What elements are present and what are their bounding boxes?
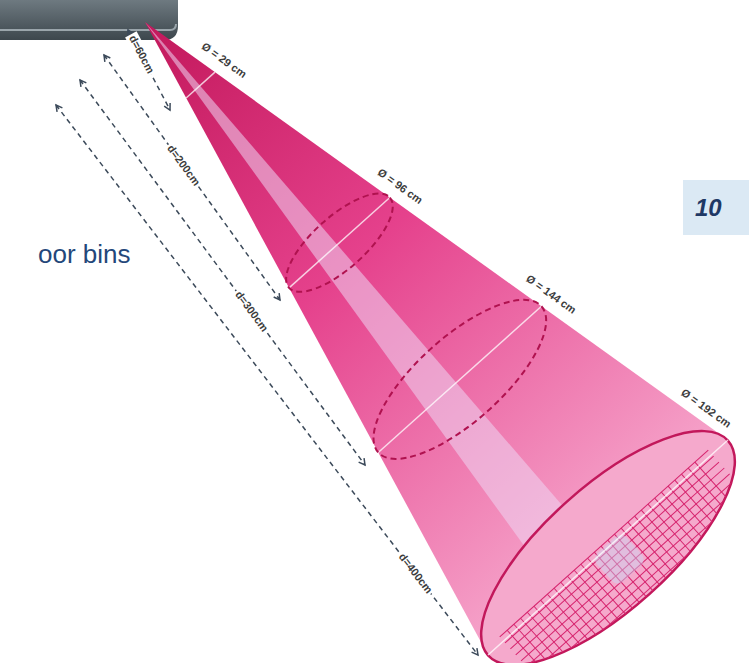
grid-line bbox=[510, 462, 719, 649]
diameter-line bbox=[488, 440, 728, 655]
grid-line bbox=[526, 480, 735, 663]
grid-line bbox=[641, 510, 692, 567]
grid-line bbox=[675, 480, 726, 537]
grid-line bbox=[567, 576, 618, 633]
grid-line bbox=[548, 504, 749, 663]
grid-line bbox=[521, 474, 730, 661]
arrow-head bbox=[472, 648, 478, 655]
grid-line bbox=[542, 498, 749, 663]
heading-fragment: oor bins bbox=[38, 240, 131, 270]
grid-line bbox=[514, 624, 565, 663]
grid-line bbox=[681, 474, 732, 531]
sensor-cone bbox=[145, 22, 728, 655]
sensor-housing bbox=[0, 0, 178, 40]
base-ellipse bbox=[447, 394, 749, 663]
arrow-head bbox=[164, 103, 170, 110]
arrow-head bbox=[56, 105, 62, 112]
grid-line bbox=[655, 498, 706, 555]
section-ellipse bbox=[272, 178, 408, 307]
grid-line bbox=[668, 486, 719, 543]
arrow-head bbox=[274, 293, 280, 300]
grid-line bbox=[534, 606, 585, 663]
grid-line bbox=[505, 456, 714, 643]
grid-line bbox=[547, 594, 598, 651]
grid-line bbox=[554, 588, 605, 645]
section-ellipse bbox=[350, 275, 569, 484]
grid-line bbox=[532, 486, 741, 663]
floor-grid bbox=[500, 450, 749, 663]
grid-line bbox=[635, 516, 686, 573]
grid-line bbox=[561, 582, 612, 639]
distance-line bbox=[80, 80, 365, 465]
bin-icon bbox=[592, 532, 647, 587]
arrow-head bbox=[104, 55, 110, 62]
grid-line bbox=[648, 504, 699, 561]
distance-label: d=300cm bbox=[231, 286, 272, 335]
grid-line bbox=[516, 468, 725, 655]
distance-line bbox=[56, 105, 478, 655]
distance-label: d=400cm bbox=[395, 549, 436, 597]
info-box: 10 bbox=[683, 180, 749, 235]
grid-line bbox=[661, 492, 712, 549]
distance-label: d=200cm bbox=[163, 140, 203, 189]
grid-line bbox=[521, 618, 572, 663]
arrow-head bbox=[80, 80, 86, 87]
arrow-head bbox=[359, 458, 365, 465]
grid-line bbox=[541, 600, 592, 657]
box-text: 10 bbox=[695, 194, 722, 222]
diameter-line bbox=[186, 72, 215, 98]
grid-line bbox=[688, 468, 739, 525]
grid-line bbox=[695, 462, 746, 519]
grid-line bbox=[500, 450, 709, 637]
